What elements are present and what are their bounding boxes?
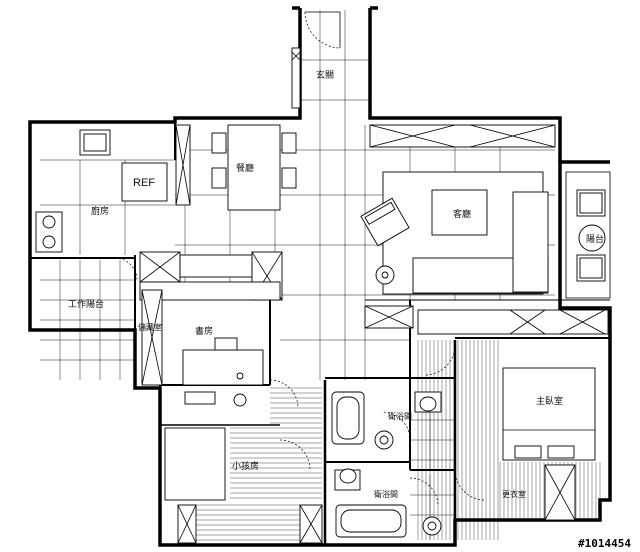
label-kitchen: 廚房 — [91, 205, 109, 217]
toilet-1 — [414, 391, 442, 413]
label-living: 客廳 — [453, 208, 471, 220]
stove — [35, 211, 63, 253]
label-fridge: REF — [133, 177, 155, 189]
tile-grid-kitchen — [40, 159, 175, 255]
kitchen-sink — [79, 129, 111, 156]
wood-floor-study — [270, 387, 322, 424]
label-entrance: 玄關 — [316, 69, 334, 81]
label-balcony: 陽台 — [586, 233, 604, 245]
refrigerator — [121, 162, 168, 202]
interior-walls — [30, 118, 610, 545]
label-study: 書房 — [195, 325, 213, 337]
label-storage: 儲藏室 — [138, 322, 162, 332]
label-bath-2: 衛浴間 — [374, 489, 398, 499]
tile-grid-baths — [410, 410, 455, 540]
bathtub-1 — [331, 391, 365, 445]
balcony-chairs — [565, 171, 611, 299]
dining-table — [211, 124, 297, 211]
watermark: #1014454 — [578, 537, 631, 550]
label-dining: 餐廳 — [236, 162, 254, 174]
closet — [544, 464, 576, 521]
entrance-door — [291, 11, 341, 109]
master-bed — [502, 367, 596, 461]
kids-bed — [164, 391, 247, 501]
study-desk — [182, 337, 264, 386]
label-work-balcony: 工作陽台 — [68, 298, 104, 310]
cabinets — [139, 124, 609, 544]
toilet-2 — [334, 468, 361, 491]
label-master: 主臥室 — [536, 395, 563, 407]
living-furniture — [360, 171, 549, 295]
label-bath-1: 衛浴間 — [388, 411, 412, 421]
sink-1 — [374, 430, 394, 450]
door-swings — [114, 257, 486, 507]
sink-2 — [422, 516, 442, 536]
tile-grid-work-balcony — [40, 260, 135, 380]
label-closet: 更衣室 — [502, 489, 526, 499]
bathtub-2 — [335, 504, 407, 538]
wood-floor-kids — [196, 427, 322, 541]
label-kids: 小孩房 — [232, 460, 259, 472]
